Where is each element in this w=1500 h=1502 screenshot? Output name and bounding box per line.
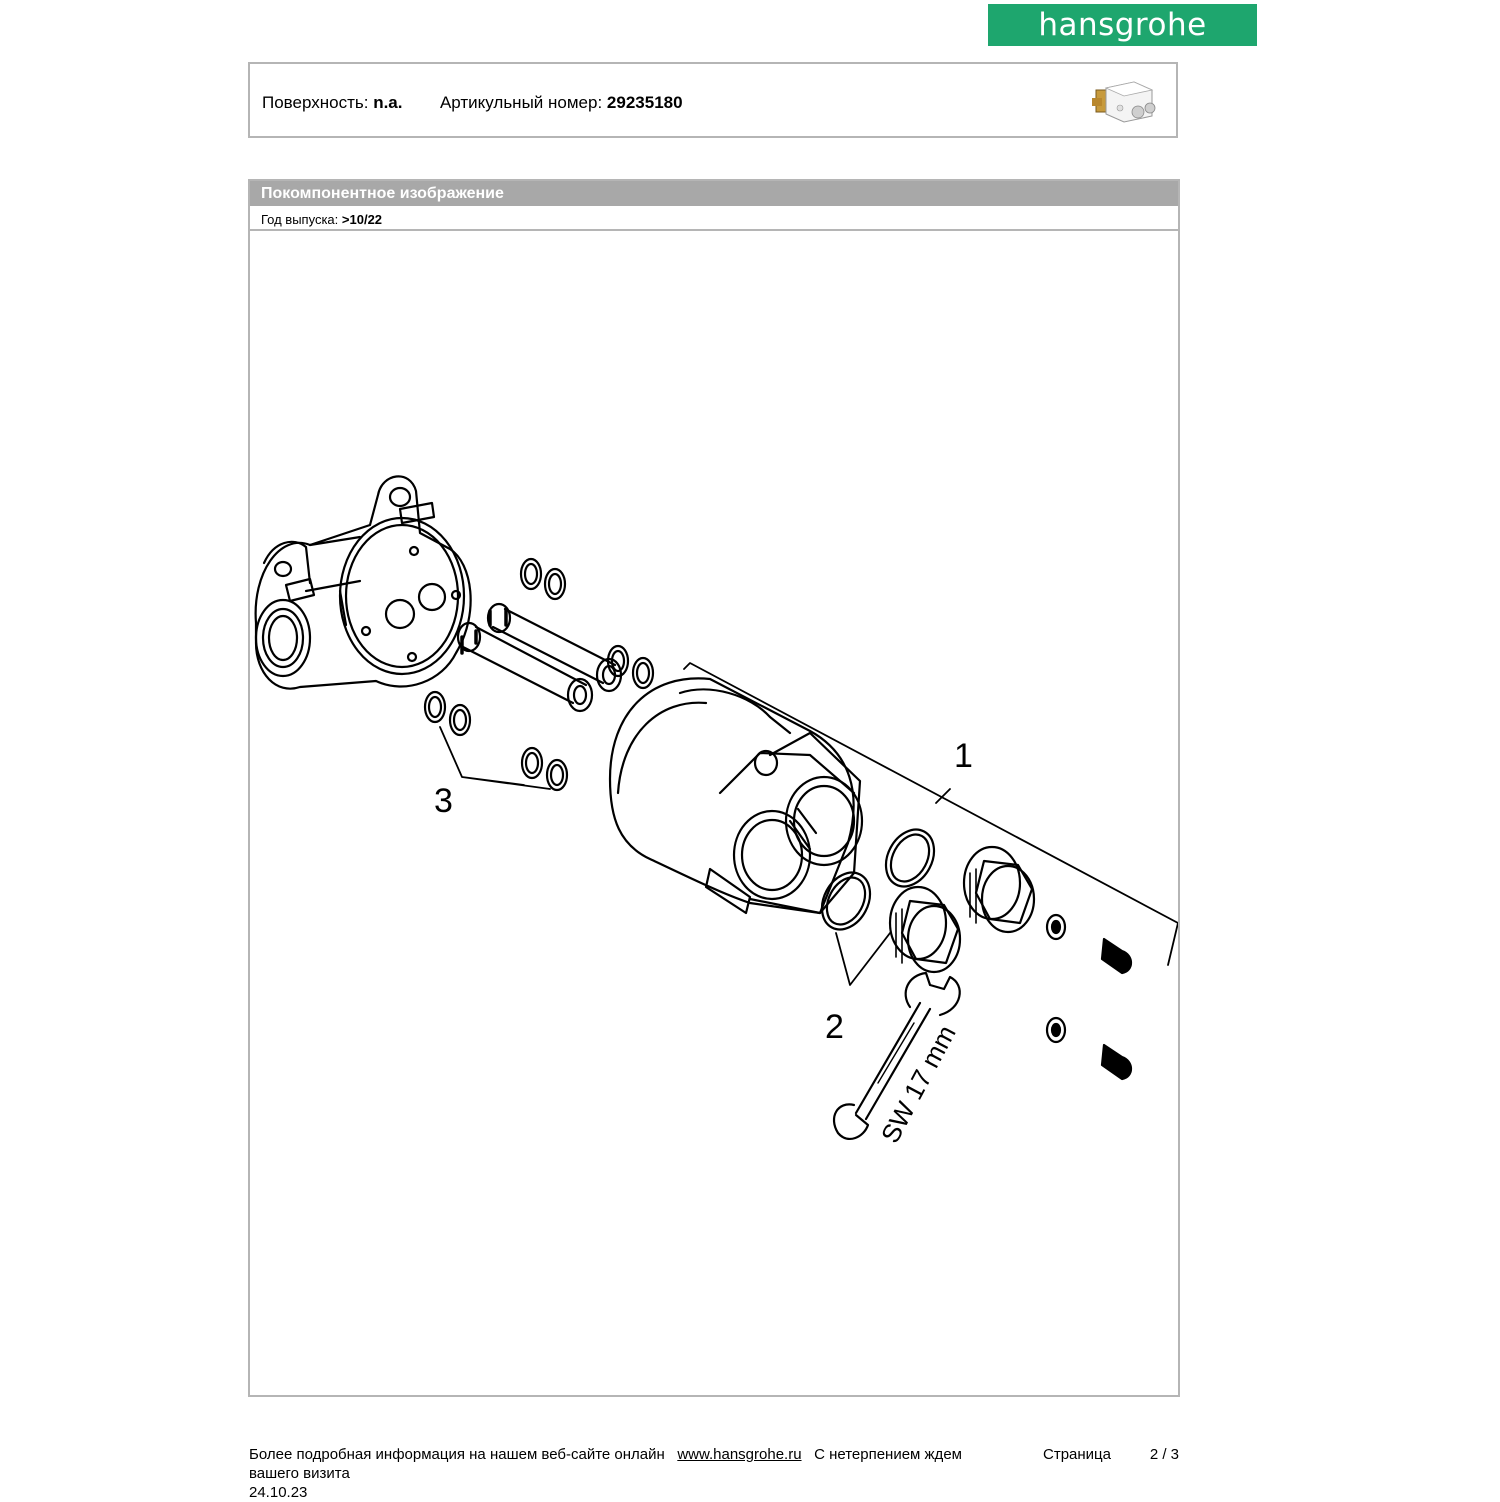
year-label: Год выпуска: bbox=[261, 212, 339, 227]
hex-plugs bbox=[888, 845, 1036, 974]
footer-text: Более подробная информация на нашем веб-… bbox=[249, 1446, 665, 1463]
page-label: Страница bbox=[1043, 1446, 1111, 1463]
product-thumbnail-image bbox=[1092, 81, 1156, 123]
website-link[interactable]: www.hansgrohe.ru bbox=[677, 1446, 802, 1463]
surface-label: Поверхность: bbox=[262, 93, 369, 112]
footer-date: 24.10.23 bbox=[249, 1484, 308, 1501]
connecting-pipes bbox=[456, 602, 623, 713]
article-number: 29235180 bbox=[606, 93, 683, 112]
page-footer: Более подробная информация на нашем веб-… bbox=[249, 1445, 1181, 1502]
callout-label-1: 1 bbox=[954, 737, 973, 775]
callout-label-3: 3 bbox=[434, 782, 453, 820]
article-label: Артикульный номер: bbox=[439, 93, 603, 112]
large-o-rings-group-2 bbox=[820, 828, 936, 986]
valve-housing bbox=[254, 475, 472, 690]
release-year: Год выпуска: >10/22 bbox=[250, 206, 1178, 231]
main-valve-body bbox=[608, 677, 864, 915]
exploded-view-panel: Покомпонентное изображение Год выпуска: … bbox=[248, 179, 1180, 1397]
washers-and-screws bbox=[1045, 913, 1133, 1081]
footer-text-3: вашего визита bbox=[249, 1465, 350, 1482]
page-number: 2 / 3 bbox=[1149, 1446, 1179, 1463]
hansgrohe-logo: hansgrohe bbox=[988, 4, 1257, 46]
callout-label-2: 2 bbox=[825, 1008, 844, 1046]
year-value: >10/22 bbox=[341, 212, 383, 227]
wrench-size-label: SW 17 mm bbox=[875, 1020, 962, 1148]
surface-value: n.a. bbox=[373, 93, 403, 112]
o-rings-group-3 bbox=[423, 557, 655, 792]
section-title: Покомпонентное изображение bbox=[250, 181, 1178, 206]
footer-text-2: С нетерпением ждем bbox=[814, 1446, 962, 1463]
product-info-box: Поверхность: n.a. Артикульный номер: 292… bbox=[248, 62, 1178, 138]
wrench-sw17 bbox=[832, 971, 961, 1141]
exploded-view-diagram: 1 2 3 SW 17 mm bbox=[254, 475, 1178, 1148]
product-info-line: Поверхность: n.a. Артикульный номер: 292… bbox=[262, 93, 683, 113]
part-1-bracket bbox=[683, 662, 1178, 966]
